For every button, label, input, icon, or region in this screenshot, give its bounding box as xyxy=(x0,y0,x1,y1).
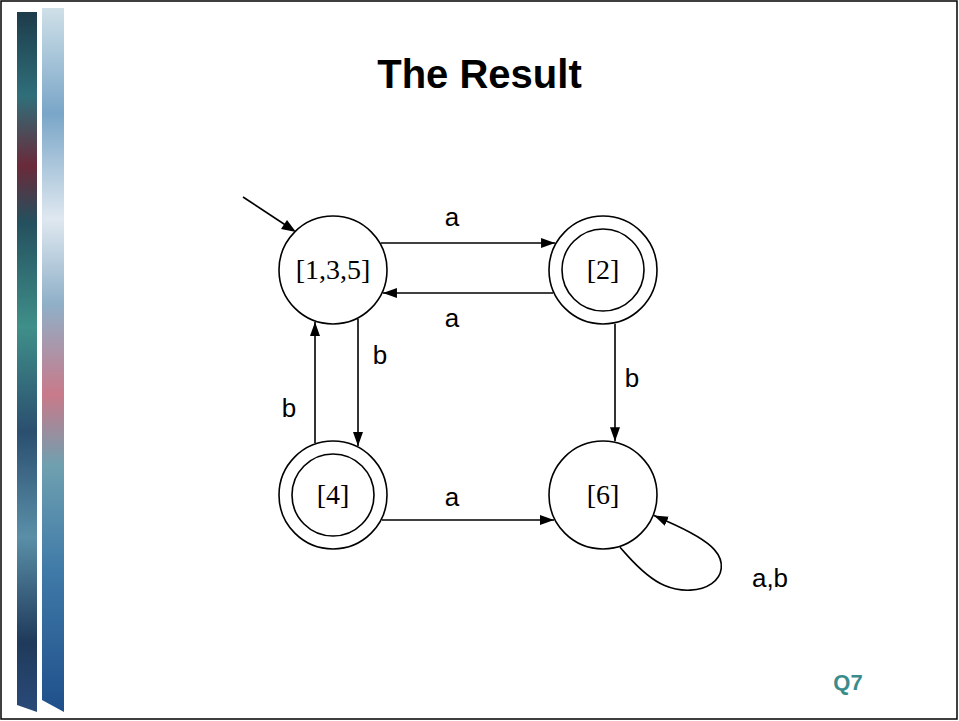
transition-arrow xyxy=(381,242,555,244)
start-arrowhead xyxy=(281,220,296,232)
transition-arrow xyxy=(382,519,554,521)
transition-arrow xyxy=(314,322,316,443)
decor-band xyxy=(42,8,64,712)
transition-arrow xyxy=(383,292,553,294)
state-circle: [1,3,5] xyxy=(278,215,388,325)
transition-symbol: b xyxy=(371,341,389,370)
transition-symbol: b xyxy=(280,394,298,423)
state-ring xyxy=(549,216,657,324)
transition-arrow xyxy=(614,324,616,442)
state-name: [2] xyxy=(587,256,620,284)
accept-ring xyxy=(562,229,644,311)
transition-symbol: a xyxy=(443,304,461,333)
state-name: [1,3,5] xyxy=(296,256,371,284)
start-arrow xyxy=(243,197,287,226)
state-circle: [2] xyxy=(548,215,658,325)
transition-symbol: b xyxy=(623,364,641,393)
state-ring xyxy=(279,441,387,549)
transition-symbol: a xyxy=(443,203,461,232)
transition-arrow xyxy=(357,319,359,446)
decor-band xyxy=(17,12,37,712)
slide-title: The Result xyxy=(0,52,959,97)
state-ring xyxy=(549,441,657,549)
state-name: [6] xyxy=(587,481,620,509)
accept-ring xyxy=(292,454,374,536)
state-ring xyxy=(279,216,387,324)
state-circle: [4] xyxy=(278,440,388,550)
state-circle: [6] xyxy=(548,440,658,550)
transition-symbol: a,b xyxy=(750,564,790,593)
state-name: [4] xyxy=(317,481,350,509)
question-number: Q7 xyxy=(833,670,862,696)
transition-symbol: a xyxy=(443,483,461,512)
